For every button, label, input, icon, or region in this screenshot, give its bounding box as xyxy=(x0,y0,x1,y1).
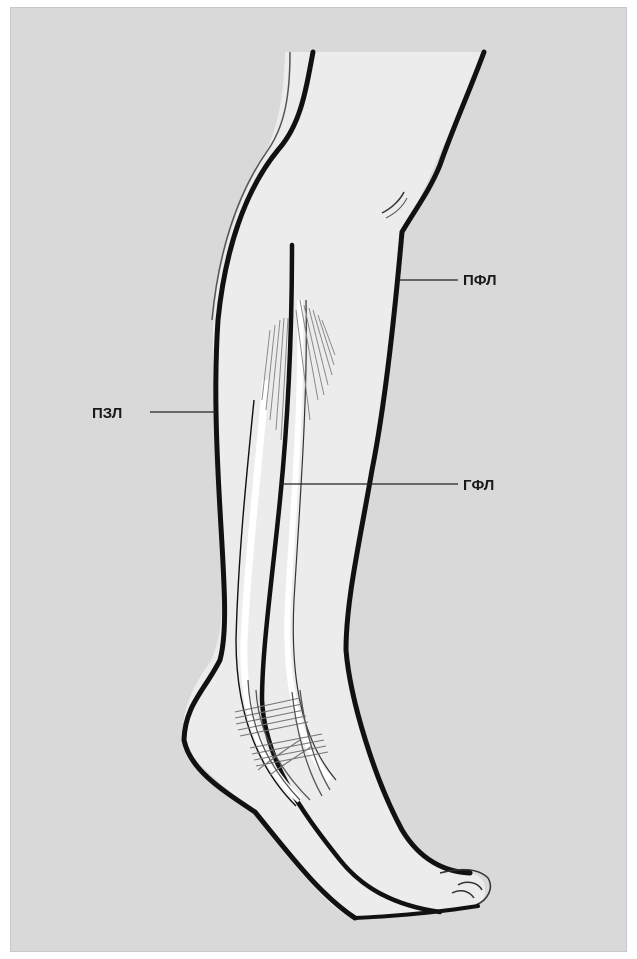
label-deep-line: ГФЛ xyxy=(463,477,494,494)
leg-silhouette xyxy=(183,52,485,918)
label-anterior-line: ПФЛ xyxy=(463,272,497,289)
label-posterior-line: ПЗЛ xyxy=(92,405,122,422)
